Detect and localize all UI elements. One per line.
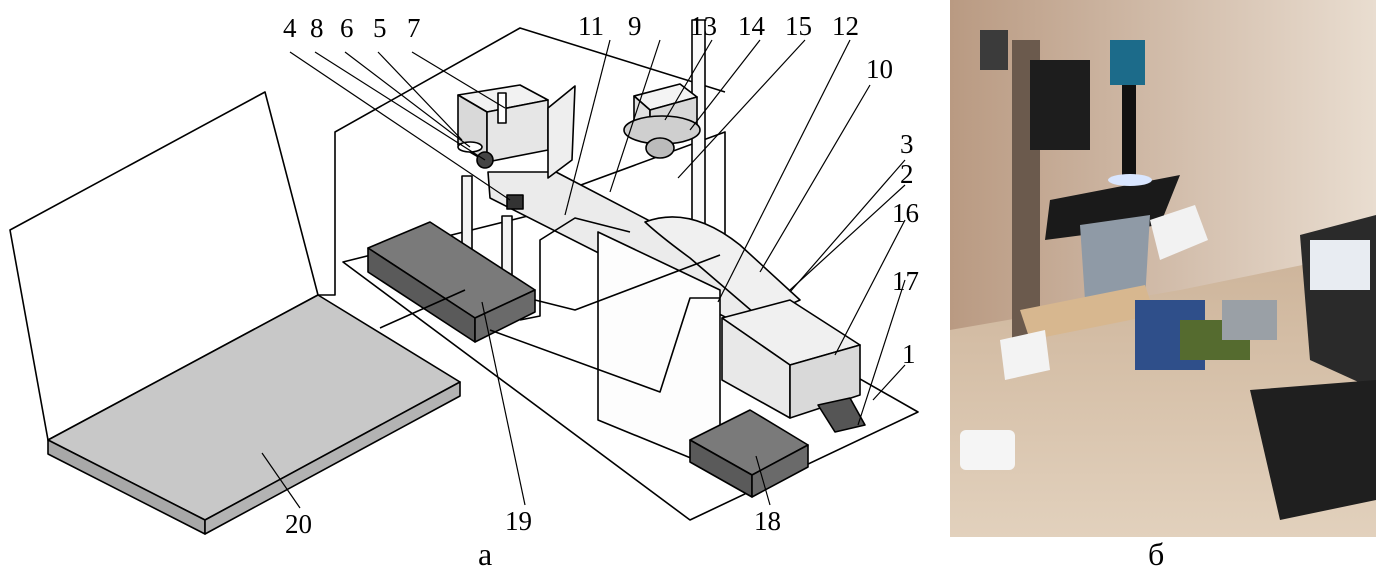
- sensor-block: [507, 195, 523, 209]
- callout-label: 2: [900, 159, 914, 189]
- callout-label: 11: [578, 11, 604, 41]
- callout-label: 10: [866, 54, 893, 84]
- callout-label: 4: [283, 13, 297, 43]
- callout-label: 5: [373, 13, 387, 43]
- panel-caption: б: [1148, 536, 1164, 572]
- panel-caption: а: [478, 536, 492, 572]
- callout-label: 15: [785, 11, 812, 41]
- callout-label: 7: [407, 13, 421, 43]
- callout-label: 18: [754, 506, 781, 536]
- callout-label: 8: [310, 13, 324, 43]
- schematic-diagram: 4 8 6 5 7 11 9 13 14 15 12 10 3 2 16 17 …: [0, 0, 940, 573]
- callout-label: 9: [628, 11, 642, 41]
- callout-label: 13: [690, 11, 717, 41]
- callout-label: 12: [832, 11, 859, 41]
- callout-label: 1: [902, 339, 916, 369]
- callout-label: 17: [892, 266, 919, 296]
- lens: [646, 138, 674, 158]
- callout-label: 19: [505, 506, 532, 536]
- panel-caption-b-wrap: б: [1140, 535, 1180, 573]
- callout-label: 14: [738, 11, 766, 41]
- setup-photo: [950, 0, 1376, 537]
- callout-label: 6: [340, 13, 354, 43]
- callout-label: 3: [900, 129, 914, 159]
- callout-label: 20: [285, 509, 312, 539]
- chute: [548, 86, 575, 178]
- callout-label: 16: [892, 198, 919, 228]
